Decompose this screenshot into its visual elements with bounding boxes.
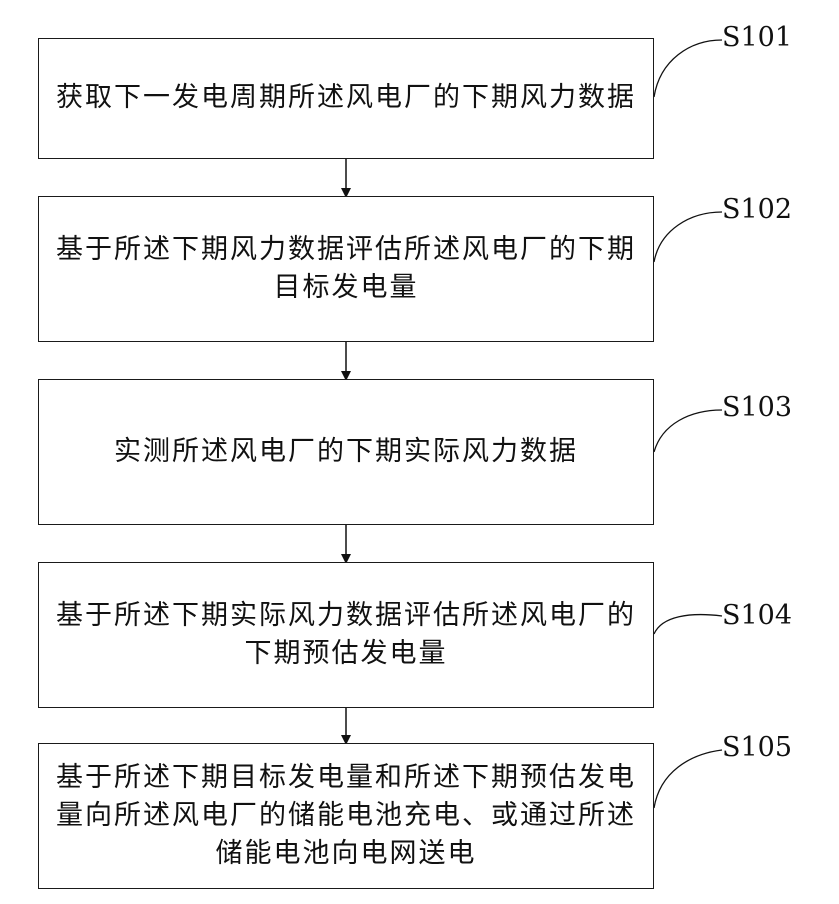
step-label-s105: S105 (722, 732, 792, 763)
step-box-s103: 实测所述风电厂的下期实际风力数据 (38, 379, 654, 525)
step-label-s101: S101 (722, 22, 792, 53)
step-text-s102: 基于所述下期风力数据评估所述风电厂的下期目标发电量 (53, 231, 639, 308)
step-label-s104: S104 (722, 600, 792, 631)
step-label-s102: S102 (722, 194, 792, 225)
step-text-s104: 基于所述下期实际风力数据评估所述风电厂的下期预估发电量 (53, 597, 639, 674)
leader-line-s101 (654, 40, 722, 97)
step-box-s105: 基于所述下期目标发电量和所述下期预估发电量向所述风电厂的储能电池充电、或通过所述… (38, 743, 654, 889)
step-label-s103: S103 (722, 392, 792, 423)
step-text-s101: 获取下一发电周期所述风电厂的下期风力数据 (53, 79, 639, 117)
step-text-s103: 实测所述风电厂的下期实际风力数据 (53, 433, 639, 471)
leader-line-s103 (654, 410, 722, 452)
step-box-s101: 获取下一发电周期所述风电厂的下期风力数据 (38, 38, 654, 159)
step-text-s105: 基于所述下期目标发电量和所述下期预估发电量向所述风电厂的储能电池充电、或通过所述… (53, 759, 639, 874)
leader-line-s104 (654, 615, 722, 634)
step-box-s102: 基于所述下期风力数据评估所述风电厂的下期目标发电量 (38, 196, 654, 342)
leader-line-s105 (654, 750, 722, 808)
leader-line-s102 (654, 212, 722, 262)
step-box-s104: 基于所述下期实际风力数据评估所述风电厂的下期预估发电量 (38, 562, 654, 708)
